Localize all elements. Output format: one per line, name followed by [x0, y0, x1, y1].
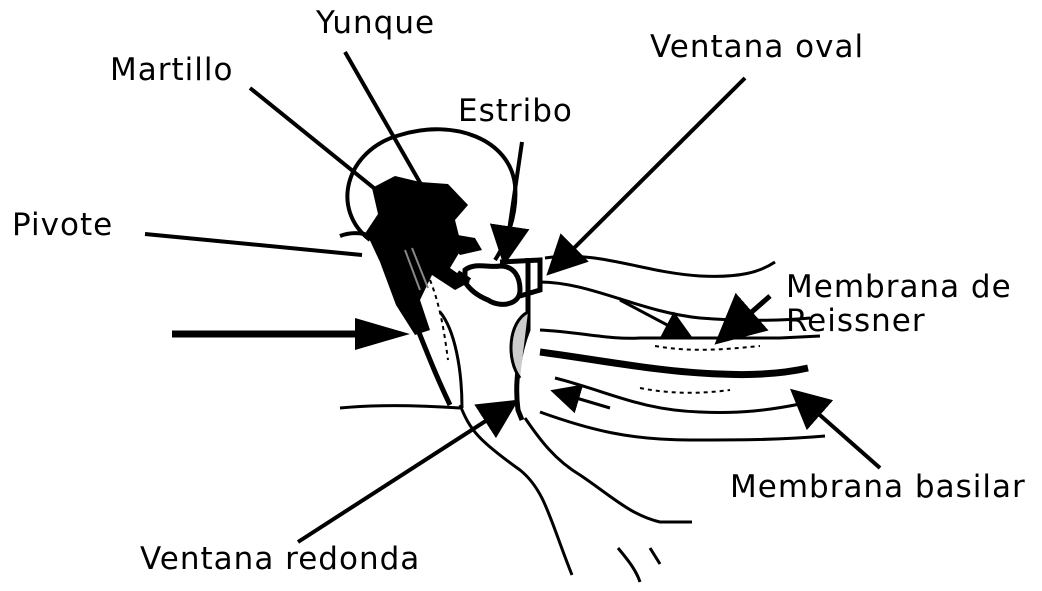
pointer-ventana-oval: [552, 78, 745, 270]
label-estribo: Estribo: [458, 96, 573, 127]
label-ventana-redonda: Ventana redonda: [140, 544, 420, 575]
canal-wall-left: [460, 405, 572, 575]
cochlea-line-2: [540, 282, 810, 320]
canal-wall-bottom-left: [340, 406, 460, 408]
basilar-dotted: [640, 388, 730, 393]
label-ventana-oval: Ventana oval: [650, 32, 864, 63]
pointer-cochlea-mid: [620, 300, 688, 336]
hammer-incus-bones: [366, 176, 482, 335]
cochlea-line-4: [555, 378, 800, 413]
cochlea-line-5: [540, 412, 825, 440]
canal-wall-hook: [650, 548, 660, 564]
pointer-ventana-redonda: [298, 404, 512, 542]
pointer-pivote: [145, 234, 362, 255]
label-membrana-basilar: Membrana basilar: [730, 472, 1026, 503]
label-membrana-reissner-line1: Membrana de: [786, 270, 1012, 304]
pointer-yunque: [345, 52, 430, 200]
label-martillo: Martillo: [110, 55, 233, 86]
canal-wall-tail: [618, 548, 640, 582]
label-membrana-reissner: Membrana de Reissner: [786, 270, 1012, 338]
basilar-membrane: [540, 352, 808, 375]
pointer-reissner: [722, 296, 770, 338]
cochlea-line-1: [545, 256, 775, 276]
eardrum-left-wall: [418, 330, 450, 405]
label-membrana-reissner-line2: Reissner: [786, 304, 1012, 338]
pointer-cochlea-low: [556, 392, 610, 408]
label-yunque: Yunque: [316, 8, 435, 39]
sound-input-arrow: [172, 318, 410, 350]
reissner-dotted: [655, 346, 760, 350]
label-pivote: Pivote: [12, 210, 113, 241]
pointer-basilar: [796, 394, 880, 468]
